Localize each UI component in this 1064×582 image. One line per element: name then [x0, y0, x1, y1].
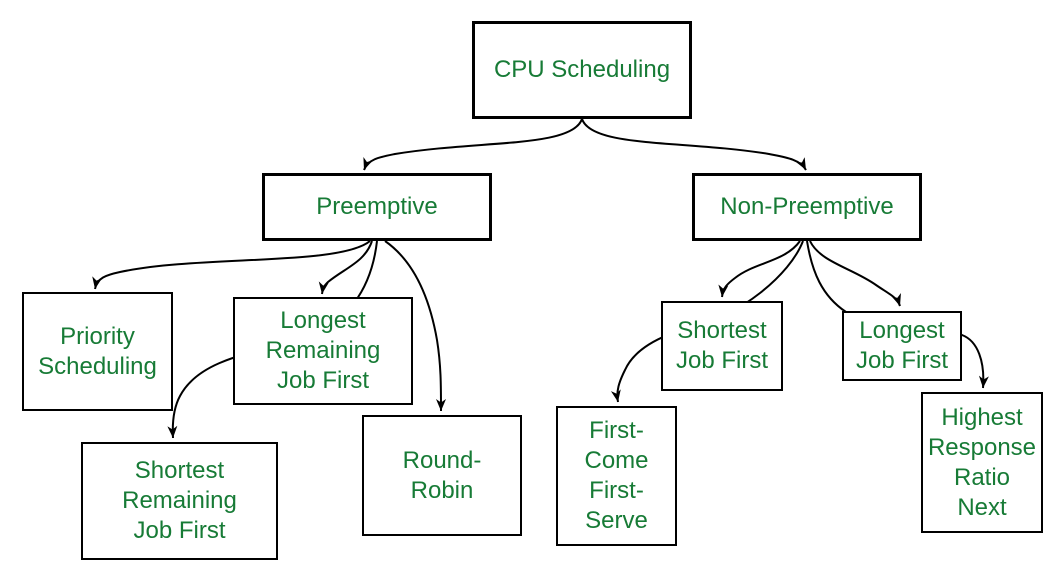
edge-preemptive-to-priority-scheduling	[92, 240, 371, 290]
node-label: First-	[589, 477, 644, 504]
node-label: Round-	[402, 446, 482, 474]
node-label: Priority	[60, 322, 135, 350]
node-highest-response-ratio-next: Highest Response Ratio Next	[921, 392, 1043, 533]
node-label: Shortest	[134, 457, 225, 484]
node-label: Remaining	[265, 337, 381, 364]
edge-cpu-to-non-preemptive	[581, 118, 807, 171]
node-cpu-scheduling: CPU Scheduling	[472, 21, 692, 119]
node-label: Longest	[859, 317, 945, 344]
node-label: Job First	[675, 347, 768, 374]
node-label: Scheduling	[38, 352, 157, 380]
node-label: Job First	[133, 517, 226, 544]
node-label: Serve	[585, 507, 648, 534]
edge-preemptive-to-longest-remaining-job-first	[318, 240, 373, 295]
node-label: Robin	[410, 476, 474, 504]
node-shortest-job-first: Shortest Job First	[661, 301, 783, 391]
node-label: Ratio	[953, 463, 1011, 491]
node-first-come-first-serve: First- Come First- Serve	[556, 406, 677, 546]
node-priority-scheduling: Priority Scheduling	[22, 292, 173, 411]
node-label: CPU Scheduling	[493, 56, 671, 83]
node-preemptive: Preemptive	[262, 173, 492, 241]
node-label: Preemptive	[316, 193, 438, 220]
node-shortest-remaining-job-first: Shortest Remaining Job First	[81, 442, 278, 560]
node-label: Job First	[855, 347, 948, 374]
node-label: Job First	[276, 367, 369, 394]
node-label: Longest	[280, 307, 366, 334]
node-label: First-	[589, 417, 644, 444]
edge-non-preemptive-to-longest-job-first	[809, 240, 901, 307]
edge-preemptive-to-round-robin	[384, 240, 446, 412]
node-longest-remaining-job-first: Longest Remaining Job First	[233, 297, 413, 405]
node-label: Come	[584, 447, 649, 474]
node-label: Response	[927, 433, 1037, 461]
node-non-preemptive: Non-Preemptive	[692, 173, 922, 241]
node-label: Non-Preemptive	[720, 193, 894, 220]
node-label: Highest	[941, 403, 1023, 431]
node-label: Shortest	[677, 317, 767, 344]
node-label: Remaining	[122, 487, 237, 514]
node-longest-job-first: Longest Job First	[842, 311, 962, 381]
node-round-robin: Round- Robin	[362, 415, 522, 536]
edge-cpu-to-preemptive	[363, 118, 583, 171]
edge-non-preemptive-to-shortest-job-first	[718, 240, 801, 298]
node-label: Next	[957, 493, 1007, 521]
